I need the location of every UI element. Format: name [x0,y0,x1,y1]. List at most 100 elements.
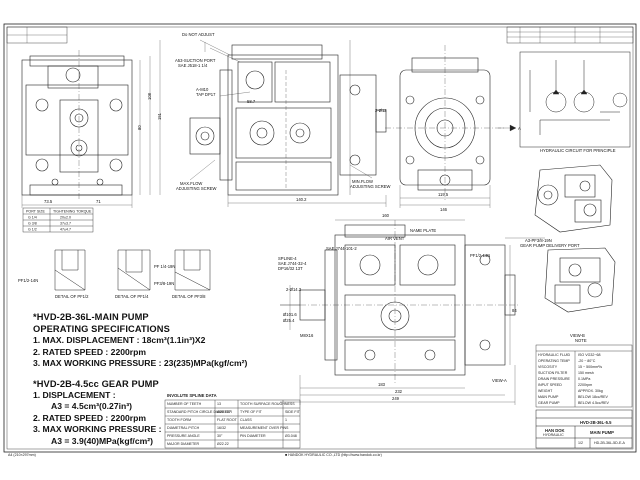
spec-box-value: 0.1MPa [578,377,590,381]
spline-table-cell: SIDE FIT [285,410,301,414]
dim-183: 183 [378,382,386,387]
corner-stamp [6,26,68,44]
hydraulic-circuit [519,51,631,148]
label-sae-flange: SAE J744-101-2 [326,246,357,251]
port-table-cell: 47±4.7 [60,228,71,232]
spec-box-value: 150 mesh [578,371,594,375]
gear-pump-title: *HVD-2B-4.5cc GEAR PUMP [33,378,159,389]
dim-80: 80 [137,125,142,130]
pump-front-view-center [189,40,387,196]
spec-box-value: APPROX. 30kg [578,389,603,393]
dim-160: 160 [382,213,390,218]
label-air-vent: AIR VENT [385,236,405,241]
dim-2-d14: 2-Ø14.3 [286,287,302,292]
dim-146: 146 [440,207,448,212]
spline-table-cell: 13 [217,402,221,406]
spline-table-cell: DIAMETRAL PITCH [167,426,200,430]
spline-data-table [164,399,301,449]
spline-table-cell: PIN DIAMETER [240,434,266,438]
dim-58-7: 58.7 [247,99,256,104]
port-table-cell: G 1/2 [28,228,37,232]
dim-232: 232 [395,389,403,394]
spline-table-cell: CLASS [240,418,252,422]
dim-d25: Ø25.4 [283,318,295,323]
spline-table-cell: MEASUREMENT OVER PINS [240,426,289,430]
spec-box-label: SUCTION FILTER [538,371,568,375]
spec-box-value: BELOW 18cc/REV [578,395,609,399]
note-spec-box [535,344,633,408]
label-spline2: SAE J744-32-4 [278,261,307,266]
detail-pf14: DETAIL OF PF1/4 [115,294,149,299]
port-table-cell: 20±2.0 [60,216,71,220]
label-pf38: PF3/8-19N [154,281,174,286]
label-view-b: VIEW-B [570,333,585,338]
spline-table-cell: PRESSURE ANGLE [167,434,200,438]
dim-249: 249 [392,396,400,401]
port-table-header-torque: TIGHTENING TORQUE [53,210,92,214]
title-block [535,409,633,449]
revision-block [506,26,634,44]
spline-table-cell: MAJOR DIAMETER [167,442,200,446]
spec-box-value: -20 ~ 80°C [578,359,596,363]
spec-box-value: ISO VG32~68 [578,353,600,357]
main-pump-title: *HVD-2B-36L-MAIN PUMP [33,312,149,322]
spec-box-label: MAIN PUMP [538,395,559,399]
spline-table-cell: 16/32 [217,426,226,430]
spline-table-cell: 1 [285,418,287,422]
gear-spec-line: A3 = 3.9(40)MPa(kgf/cm²) [51,435,153,446]
label-suction-port: A53-SUCTION PORT [175,58,216,63]
spline-table-cell: Ø22.22 [217,442,229,446]
view1-dimensions [21,40,161,208]
spline-table-cell: NUMBER OF TEETH [167,402,202,406]
gear-spec-line: 1. DISPLACEMENT : [33,389,116,400]
dim-d101: Ø101.6 [283,312,297,317]
label-max-flow2: ADJUSTING SCREW [176,186,217,191]
label-min-flow: MIN.FLOW [352,179,373,184]
spline-table-cell: STANDARD PITCH CIRCLE DIAMETER [167,410,232,414]
spec-box-label: OPERATING TEMP [538,359,570,363]
label-pf12: PF1/2-14N [18,278,38,283]
spline-table-cell: TOOTH FORM [167,418,191,422]
spline-table-cell: TOOTH SURFACE ROUGHNESS [240,402,295,406]
spec-box-label: INPUT SPEED [538,383,562,387]
title-block-company2: HYDRAULIC [543,433,564,437]
label-drain: PF1/2-14N [470,253,490,258]
main-spec-line: 1. MAX. DISPLACEMENT : 18cm³(1.1in³)X2 [33,335,206,345]
spline-table-cell: Ø20.637 [217,410,231,414]
label-do-not-adjust: Do NOT ADJUST [182,32,215,37]
hydraulic-circuit-title: HYDRAULIC CIRCUIT FOR PRINCIPLE [540,148,616,153]
dim-71: 71 [96,199,101,204]
main-spec-line: 3. MAX WORKING PRESSURE : 23(235)MPa(kgf… [33,358,248,368]
label-name-plate: NAME PLATE [410,228,436,233]
spec-box-label: HYDRAULIC FLUID [538,353,571,357]
dim-140-2: 140.2 [296,197,307,202]
spline-table-cell: Ø3.048 [285,434,297,438]
label-gear-port2: GEAR PUMP DELIVERY PORT [520,243,580,248]
label-tap: A-M10 [196,87,209,92]
pump-isometric-view-2 [544,247,616,313]
spec-box-label: DRAIN PRESSURE [538,377,571,381]
port-table-cell: G 1/4 [28,216,37,220]
port-table-header-size: PORT SIZE [26,210,45,214]
gear-spec-line: A3 = 4.5cm³(0.27in³) [51,401,132,411]
spec-box-label: WEIGHT [538,389,553,393]
spec-box-value: 2200rpm [578,383,592,387]
label-view-a: VIEW-A [492,378,507,383]
label-m8: M8X16 [300,333,314,338]
note-title: NOTE [575,338,587,343]
dim-151: 151 [157,112,162,120]
label-max-flow: MAX.FLOW [180,181,202,186]
dim-2-d12: 2-Ø12 [375,108,387,113]
main-pump-subtitle: OPERATING SPECIFICATIONS [33,324,170,334]
label-suction-port-sae: SAE J518-1 1/4 [178,63,208,68]
bottom-view-dimensions [280,219,516,405]
spline-table-title: INVOLUTE SPLINE DATA [167,393,217,398]
pump-isometric-view-1 [534,164,613,233]
spline-table-cell: 30° [217,434,223,438]
title-block-model: HVD-2B-36L-5.5 [580,420,612,425]
spec-box-label: VISCOSITY [538,365,558,369]
dim-119-5: 119.5 [438,192,449,197]
dim-84: 84 [512,308,517,313]
